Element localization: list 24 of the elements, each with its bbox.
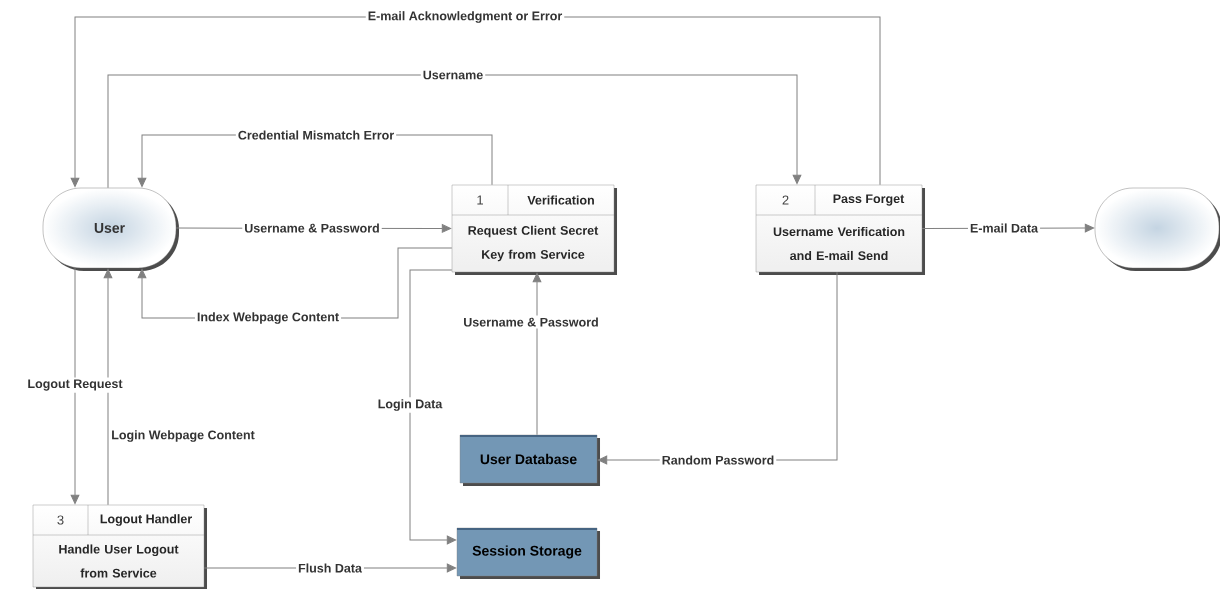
edge-label: Logout Request (25, 377, 125, 393)
terminator-box: User (42, 187, 179, 271)
arrow (70, 267, 80, 505)
arrow (409, 269, 457, 545)
edge-label: Random Password (659, 453, 777, 467)
arrow (532, 272, 542, 436)
edge-label: Index Webpage Content (194, 310, 342, 326)
edge-label: Login Data (375, 397, 445, 413)
process-box: 1 Verification Request Client Secret Key from Service (451, 184, 617, 275)
edge-label: Username & Password (461, 315, 601, 329)
process-box: 2 Pass Forget Username Verification and E-mail Send (755, 184, 925, 275)
data-store: Session Storage (456, 527, 600, 579)
edge-label: E-mail Acknowledgment or Error (365, 9, 565, 25)
edge-label: Credential Mismatch Error (235, 128, 397, 142)
terminator-box (1094, 187, 1220, 271)
arrow (107, 74, 802, 189)
edge-label: Username (420, 68, 486, 82)
data-store: User Database (459, 434, 600, 486)
edge-label: Username & Password (242, 221, 382, 235)
edge-label: E-mail Data (967, 221, 1041, 235)
arrow (103, 268, 113, 506)
edge-label: Login Webpage Content (109, 428, 257, 444)
process-box: 3 Logout Handler Handle User Logout from Service (32, 504, 207, 589)
edge-label: Flush Data (296, 561, 364, 575)
